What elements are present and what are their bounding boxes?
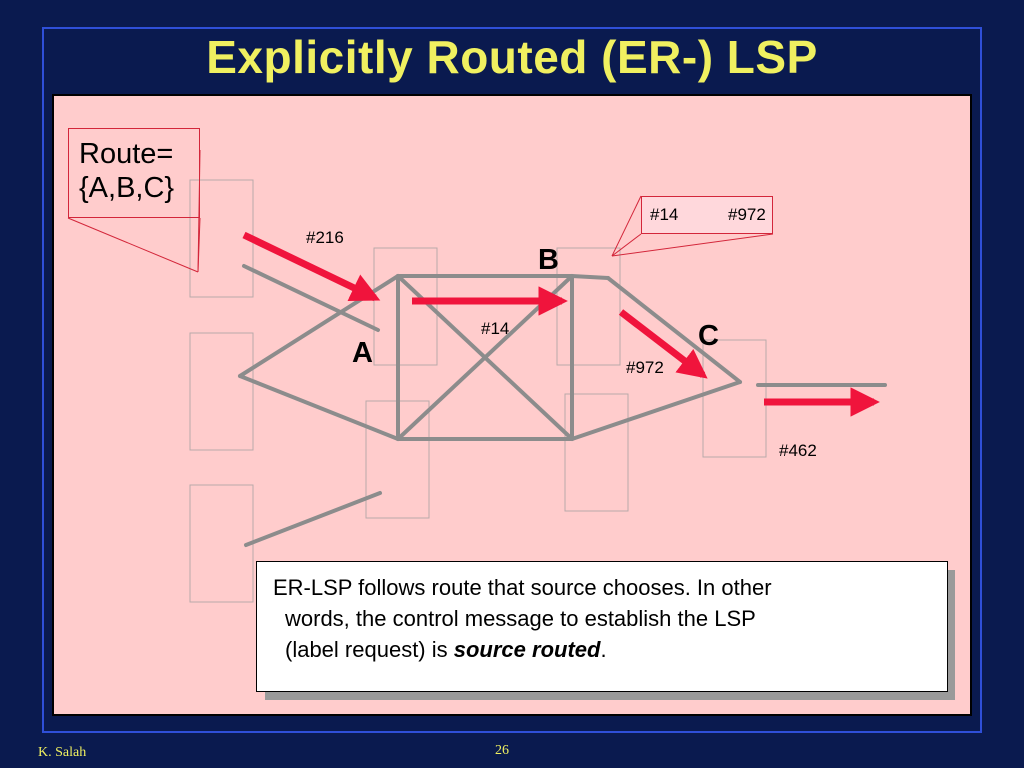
explanation-note: ER-LSP follows route that source chooses… [256, 561, 948, 692]
link [606, 276, 742, 384]
link [570, 274, 610, 280]
router-box [373, 247, 438, 366]
label-972: #972 [626, 358, 664, 377]
link [238, 374, 400, 441]
node-a-label: A [352, 337, 373, 369]
slide-frame [42, 27, 982, 733]
callout-out-label: #972 [728, 205, 766, 224]
note-line3: (label request) is [285, 637, 454, 662]
callout-leaders [67, 149, 774, 273]
label-swap-callout: #14 #972 [641, 196, 773, 234]
note-line1: ER-LSP follows route that source chooses… [273, 575, 772, 600]
footer-author: K. Salah [38, 745, 87, 760]
lsp-arrow [618, 309, 708, 379]
label-462: #462 [779, 441, 817, 460]
callout-in-label: #14 [650, 205, 679, 224]
router-box [189, 332, 254, 451]
router-box [189, 484, 254, 603]
note-line2: words, the control message to establish … [285, 606, 756, 631]
router-placeholders [189, 179, 767, 603]
label-14: #14 [481, 319, 510, 338]
page-number: 26 [495, 743, 509, 758]
link [244, 491, 382, 547]
router-box [702, 339, 767, 458]
note-emphasis: source routed [453, 637, 601, 662]
node-b-label: B [538, 244, 559, 276]
route-callout: Route= {A,B,C} [68, 128, 200, 218]
link [242, 264, 380, 332]
router-box [556, 247, 621, 366]
route-line2: {A,B,C} [79, 172, 175, 204]
node-c-label: C [698, 320, 719, 352]
label-216: #216 [306, 228, 344, 247]
lsp-arrows [242, 231, 880, 417]
link [570, 380, 742, 441]
slide-title: Explicitly Routed (ER-) LSP [206, 31, 818, 83]
lsp-arrow [242, 231, 381, 302]
note-end: . [600, 637, 607, 662]
route-line1: Route= [79, 138, 174, 170]
router-box [564, 393, 629, 512]
